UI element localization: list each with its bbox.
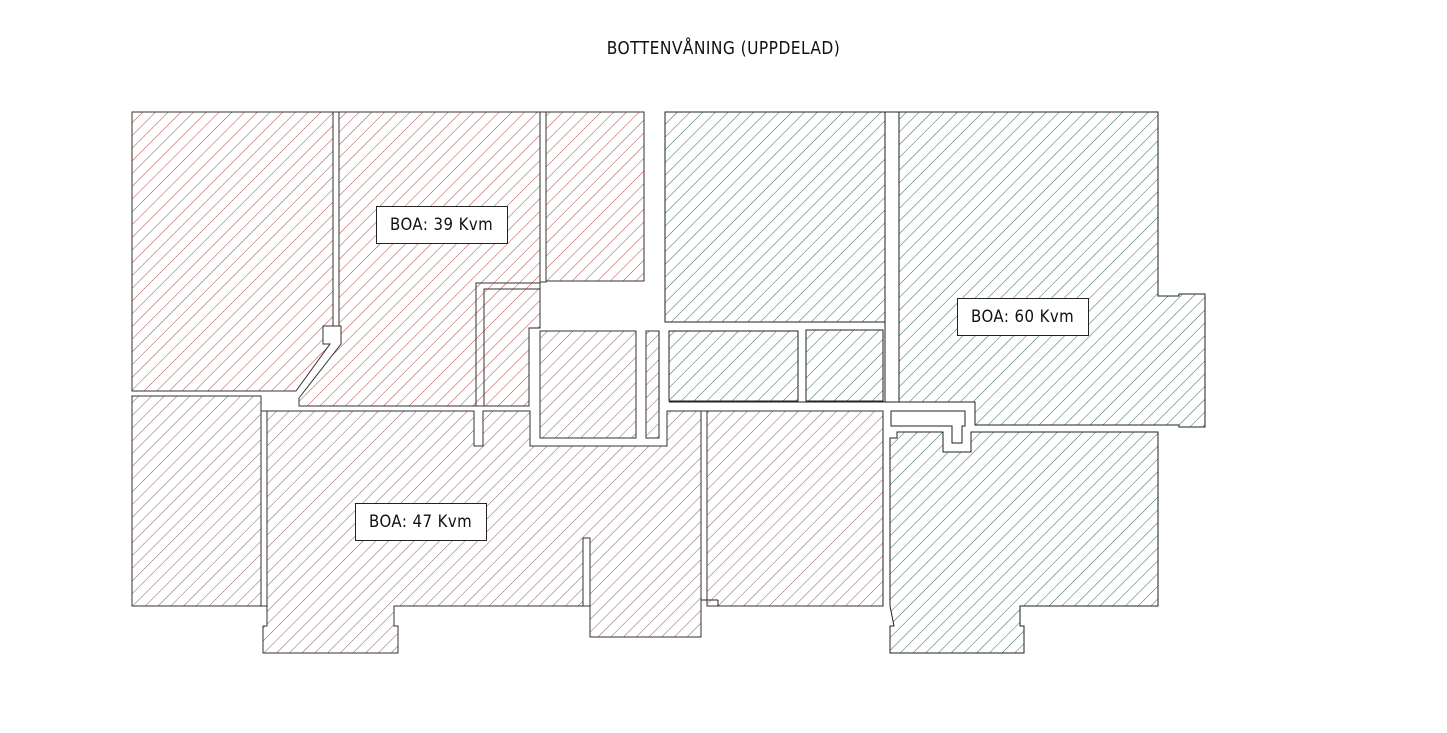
unit-purple-area-label: BOA: 47 Kvm: [355, 503, 487, 541]
teal-room-small-2: [805, 329, 884, 402]
unit-red-rooms: [131, 111, 645, 407]
red-wall-strip-2: [539, 111, 547, 283]
wall-lines: [530, 321, 975, 606]
teal-room-nw: [664, 111, 886, 323]
red-room-east: [545, 111, 645, 282]
unit-red-area-text: BOA: 39 Kvm: [390, 215, 494, 235]
teal-room-ne: [898, 111, 1206, 428]
teal-room-small-1: [668, 330, 799, 402]
unit-teal-area-label: BOA: 60 Kvm: [957, 298, 1089, 336]
red-wall-strip: [332, 111, 340, 327]
red-corridor-inner: [483, 288, 541, 407]
purple-shaft: [645, 330, 660, 439]
purple-room-east: [706, 410, 884, 607]
purple-wall-strip: [700, 410, 708, 601]
unit-purple-area-text: BOA: 47 Kvm: [369, 512, 473, 532]
purple-room-west: [131, 395, 262, 607]
red-room-west: [131, 111, 334, 392]
floor-plan-title: BOTTENVÅNING (UPPDELAD): [606, 38, 841, 59]
purple-room-stair: [539, 330, 637, 439]
teal-room-se: [889, 431, 1159, 654]
unit-teal-rooms: [664, 111, 1206, 654]
teal-wall-strip: [884, 111, 900, 403]
unit-red-area-label: BOA: 39 Kvm: [376, 206, 508, 244]
unit-teal-area-text: BOA: 60 Kvm: [971, 307, 1075, 327]
purple-wall-edge: [260, 410, 268, 607]
teal-hall: [890, 410, 966, 444]
purple-partition: [582, 537, 591, 607]
